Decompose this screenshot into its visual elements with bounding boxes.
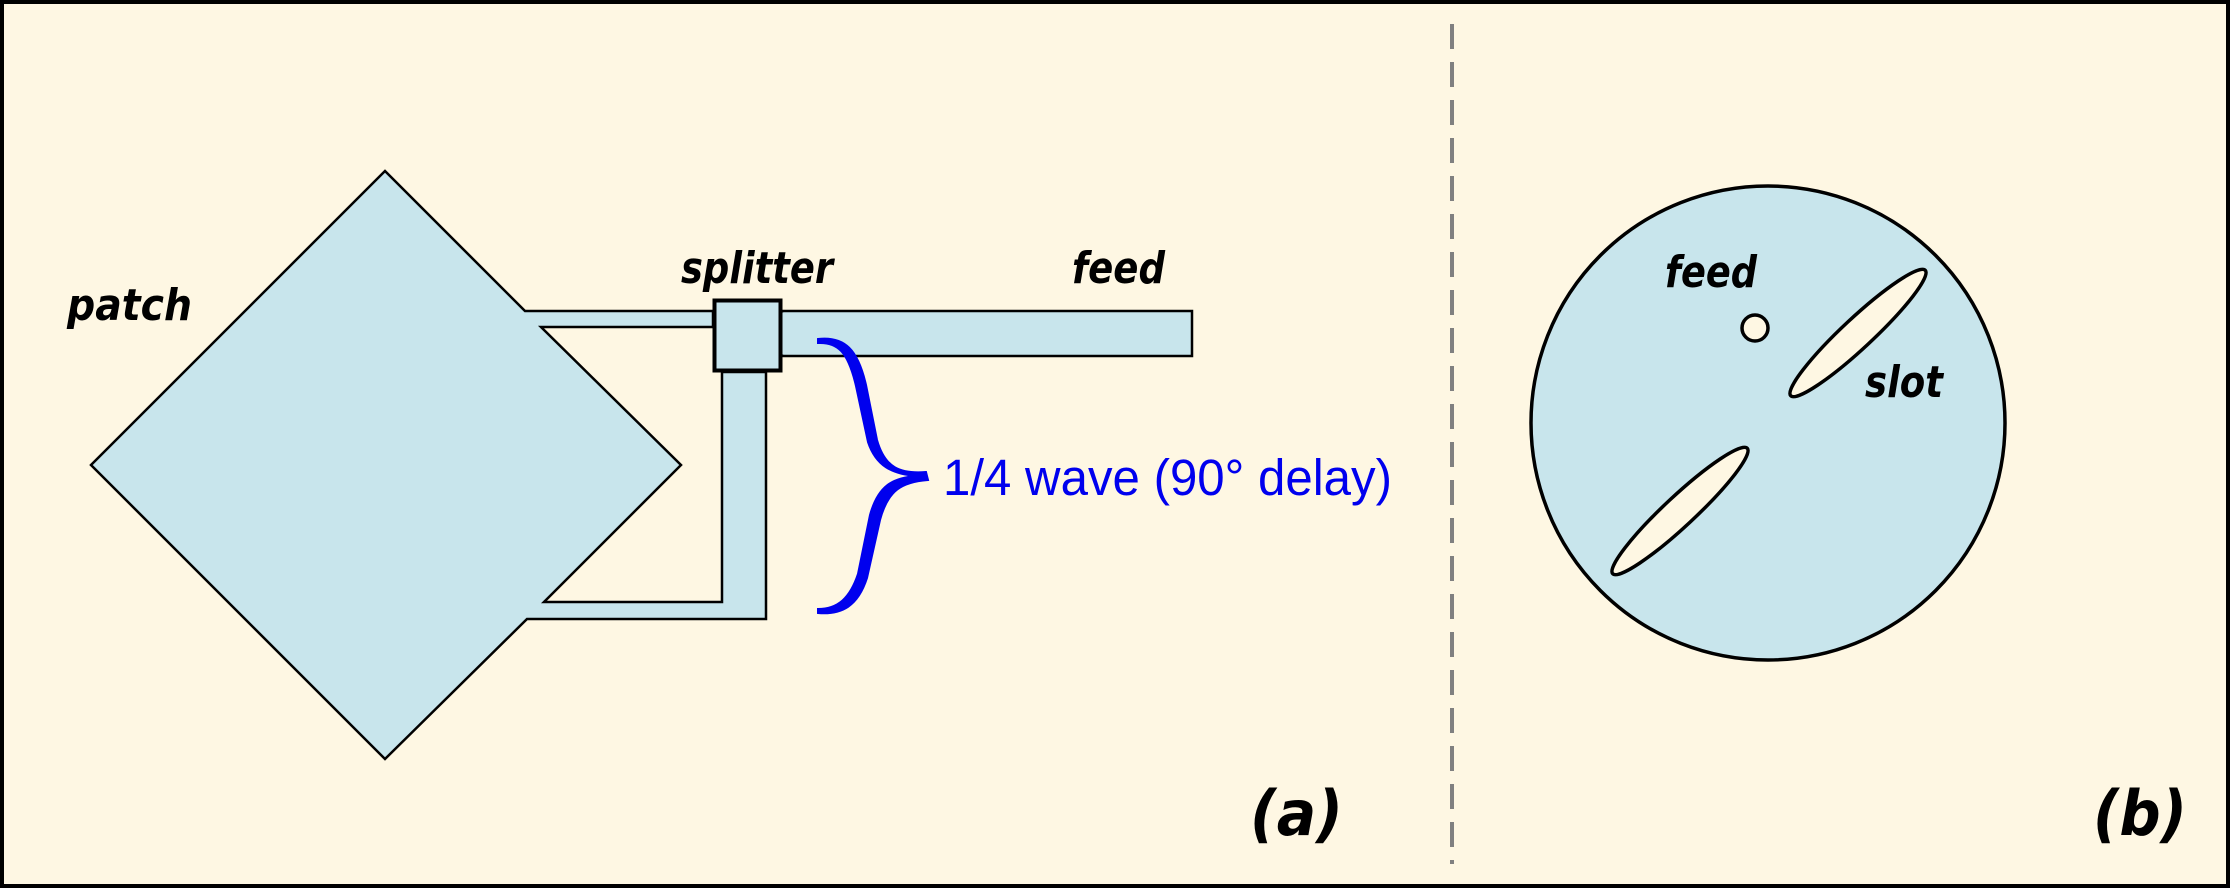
line-junction bbox=[723, 603, 765, 618]
slot-lower bbox=[1610, 445, 1750, 577]
patch-label: patch bbox=[66, 280, 192, 331]
feed-label: feed bbox=[1072, 243, 1165, 294]
panel-b-label: (b) bbox=[2093, 777, 2187, 850]
quarter-wave-delay-label: 1/4 wave (90° delay) bbox=[943, 449, 1392, 506]
quarter-wave-brace bbox=[817, 337, 930, 615]
circular-patch bbox=[1529, 184, 2007, 662]
feed-point bbox=[1740, 313, 1770, 343]
panel-b: feed slot (b) bbox=[1529, 184, 2187, 850]
feed-point-label: feed bbox=[1665, 247, 1757, 298]
splitter-label: splitter bbox=[681, 243, 835, 294]
splitter-box bbox=[712, 298, 783, 373]
slot-label: slot bbox=[1865, 357, 1945, 408]
slot-upper bbox=[1788, 267, 1928, 399]
panel-a: patch splitter feed 1/4 wave (90° delay)… bbox=[66, 169, 1392, 850]
panel-a-label: (a) bbox=[1250, 777, 1343, 850]
